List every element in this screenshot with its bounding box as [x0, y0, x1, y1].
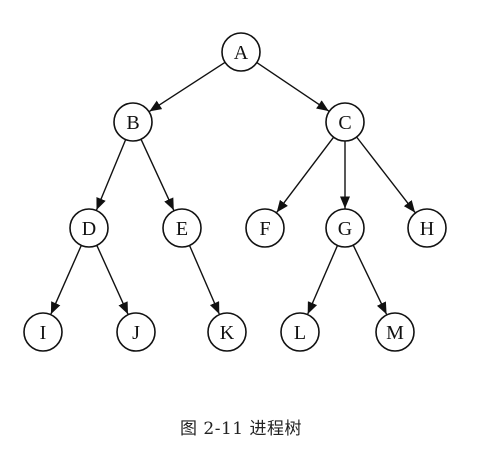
node-a: A	[221, 32, 261, 72]
edge-b-d	[95, 139, 127, 211]
edge-d-i	[50, 245, 82, 315]
node-j: J	[116, 312, 156, 352]
node-circle	[221, 32, 261, 72]
edge-b-e	[140, 138, 175, 211]
node-circle	[280, 312, 320, 352]
node-m: M	[375, 312, 415, 352]
node-c: C	[325, 102, 365, 142]
node-b: B	[113, 102, 153, 142]
node-circle	[375, 312, 415, 352]
edge-a-b	[149, 61, 226, 112]
node-circle	[207, 312, 247, 352]
node-circle	[325, 102, 365, 142]
edge-a-c	[256, 62, 330, 112]
edges-layer	[50, 61, 416, 315]
node-label: H	[420, 218, 434, 240]
node-circle	[162, 208, 202, 248]
edge-c-h	[356, 136, 416, 214]
figure-caption: 图 2-11 进程树	[180, 419, 302, 439]
node-label: I	[40, 322, 47, 344]
node-label: B	[126, 112, 139, 134]
node-circle	[116, 312, 156, 352]
node-label: A	[234, 42, 249, 64]
node-label: J	[132, 322, 140, 344]
node-label: C	[338, 112, 351, 134]
node-circle	[245, 208, 285, 248]
node-label: D	[82, 218, 96, 240]
node-label: E	[176, 218, 188, 240]
edge-g-l	[307, 245, 339, 315]
node-g: G	[325, 208, 365, 248]
node-h: H	[407, 208, 447, 248]
node-e: E	[162, 208, 202, 248]
node-label: K	[220, 322, 235, 344]
node-circle	[113, 102, 153, 142]
node-f: F	[245, 208, 285, 248]
node-l: L	[280, 312, 320, 352]
edge-c-f	[276, 136, 335, 213]
node-label: M	[386, 322, 404, 344]
node-k: K	[207, 312, 247, 352]
node-circle	[407, 208, 447, 248]
edge-d-j	[96, 245, 129, 315]
node-circle	[23, 312, 63, 352]
node-i: I	[23, 312, 63, 352]
node-d: D	[69, 208, 109, 248]
edge-e-k	[188, 245, 220, 315]
node-label: G	[338, 218, 352, 240]
node-circle	[325, 208, 365, 248]
nodes-layer: A B C D E F G H I J K L M	[23, 32, 447, 352]
edge-g-m	[352, 244, 388, 315]
node-label: L	[294, 322, 306, 344]
node-circle	[69, 208, 109, 248]
node-label: F	[259, 218, 270, 240]
